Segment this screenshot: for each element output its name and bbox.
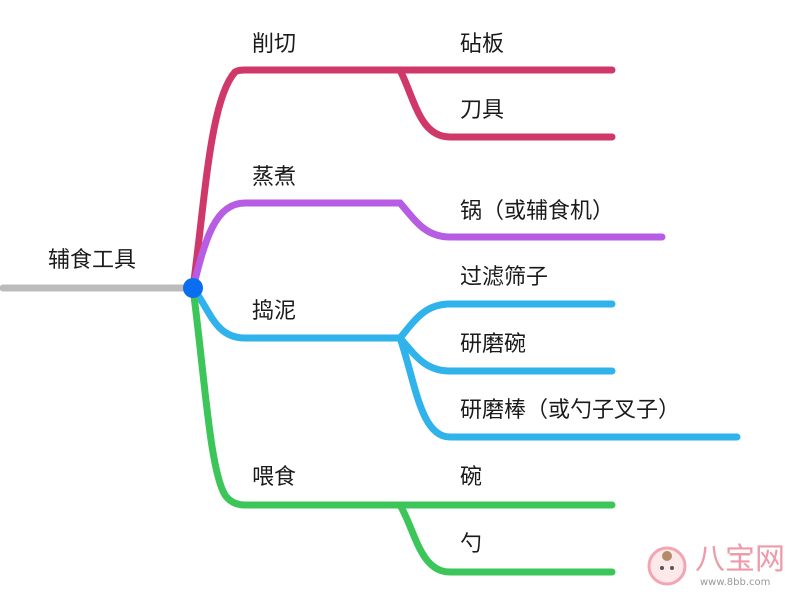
- watermark-brand: 八宝网: [695, 542, 785, 577]
- leaf-label: 碗: [460, 465, 483, 490]
- leaf-label: 勺: [460, 532, 483, 557]
- leaf-label: 锅（或辅食机）: [460, 199, 615, 224]
- leaf-label: 刀具: [460, 98, 505, 123]
- branch-line-cut: [189, 66, 616, 292]
- branch-label-steam: 蒸煮: [252, 165, 297, 190]
- branch-label-feed: 喂食: [252, 465, 297, 490]
- leaf-label: 研磨碗: [460, 332, 527, 357]
- branch-label-mash: 捣泥: [252, 299, 297, 324]
- branch-label-cut: 削切: [252, 32, 297, 57]
- leaf-line-cut-2: [396, 66, 616, 141]
- watermark-url: www.8bb.com: [700, 577, 771, 588]
- branch-line-steam: [189, 199, 666, 292]
- leaf-label: 砧板: [460, 32, 505, 57]
- leaf-line-feed-2: [396, 501, 616, 576]
- branch-line-mash: [189, 284, 404, 342]
- leaf-line-mash-1: [396, 300, 616, 342]
- root-node[interactable]: [183, 278, 203, 298]
- branch-line-feed: [189, 284, 616, 509]
- watermark-logo-icon: [647, 546, 687, 586]
- root-label: 辅食工具: [48, 248, 137, 273]
- leaf-line-mash-3: [396, 334, 741, 441]
- leaf-label: 研磨棒（或勺子叉子）: [460, 398, 681, 423]
- leaf-label: 过滤筛子: [460, 265, 549, 290]
